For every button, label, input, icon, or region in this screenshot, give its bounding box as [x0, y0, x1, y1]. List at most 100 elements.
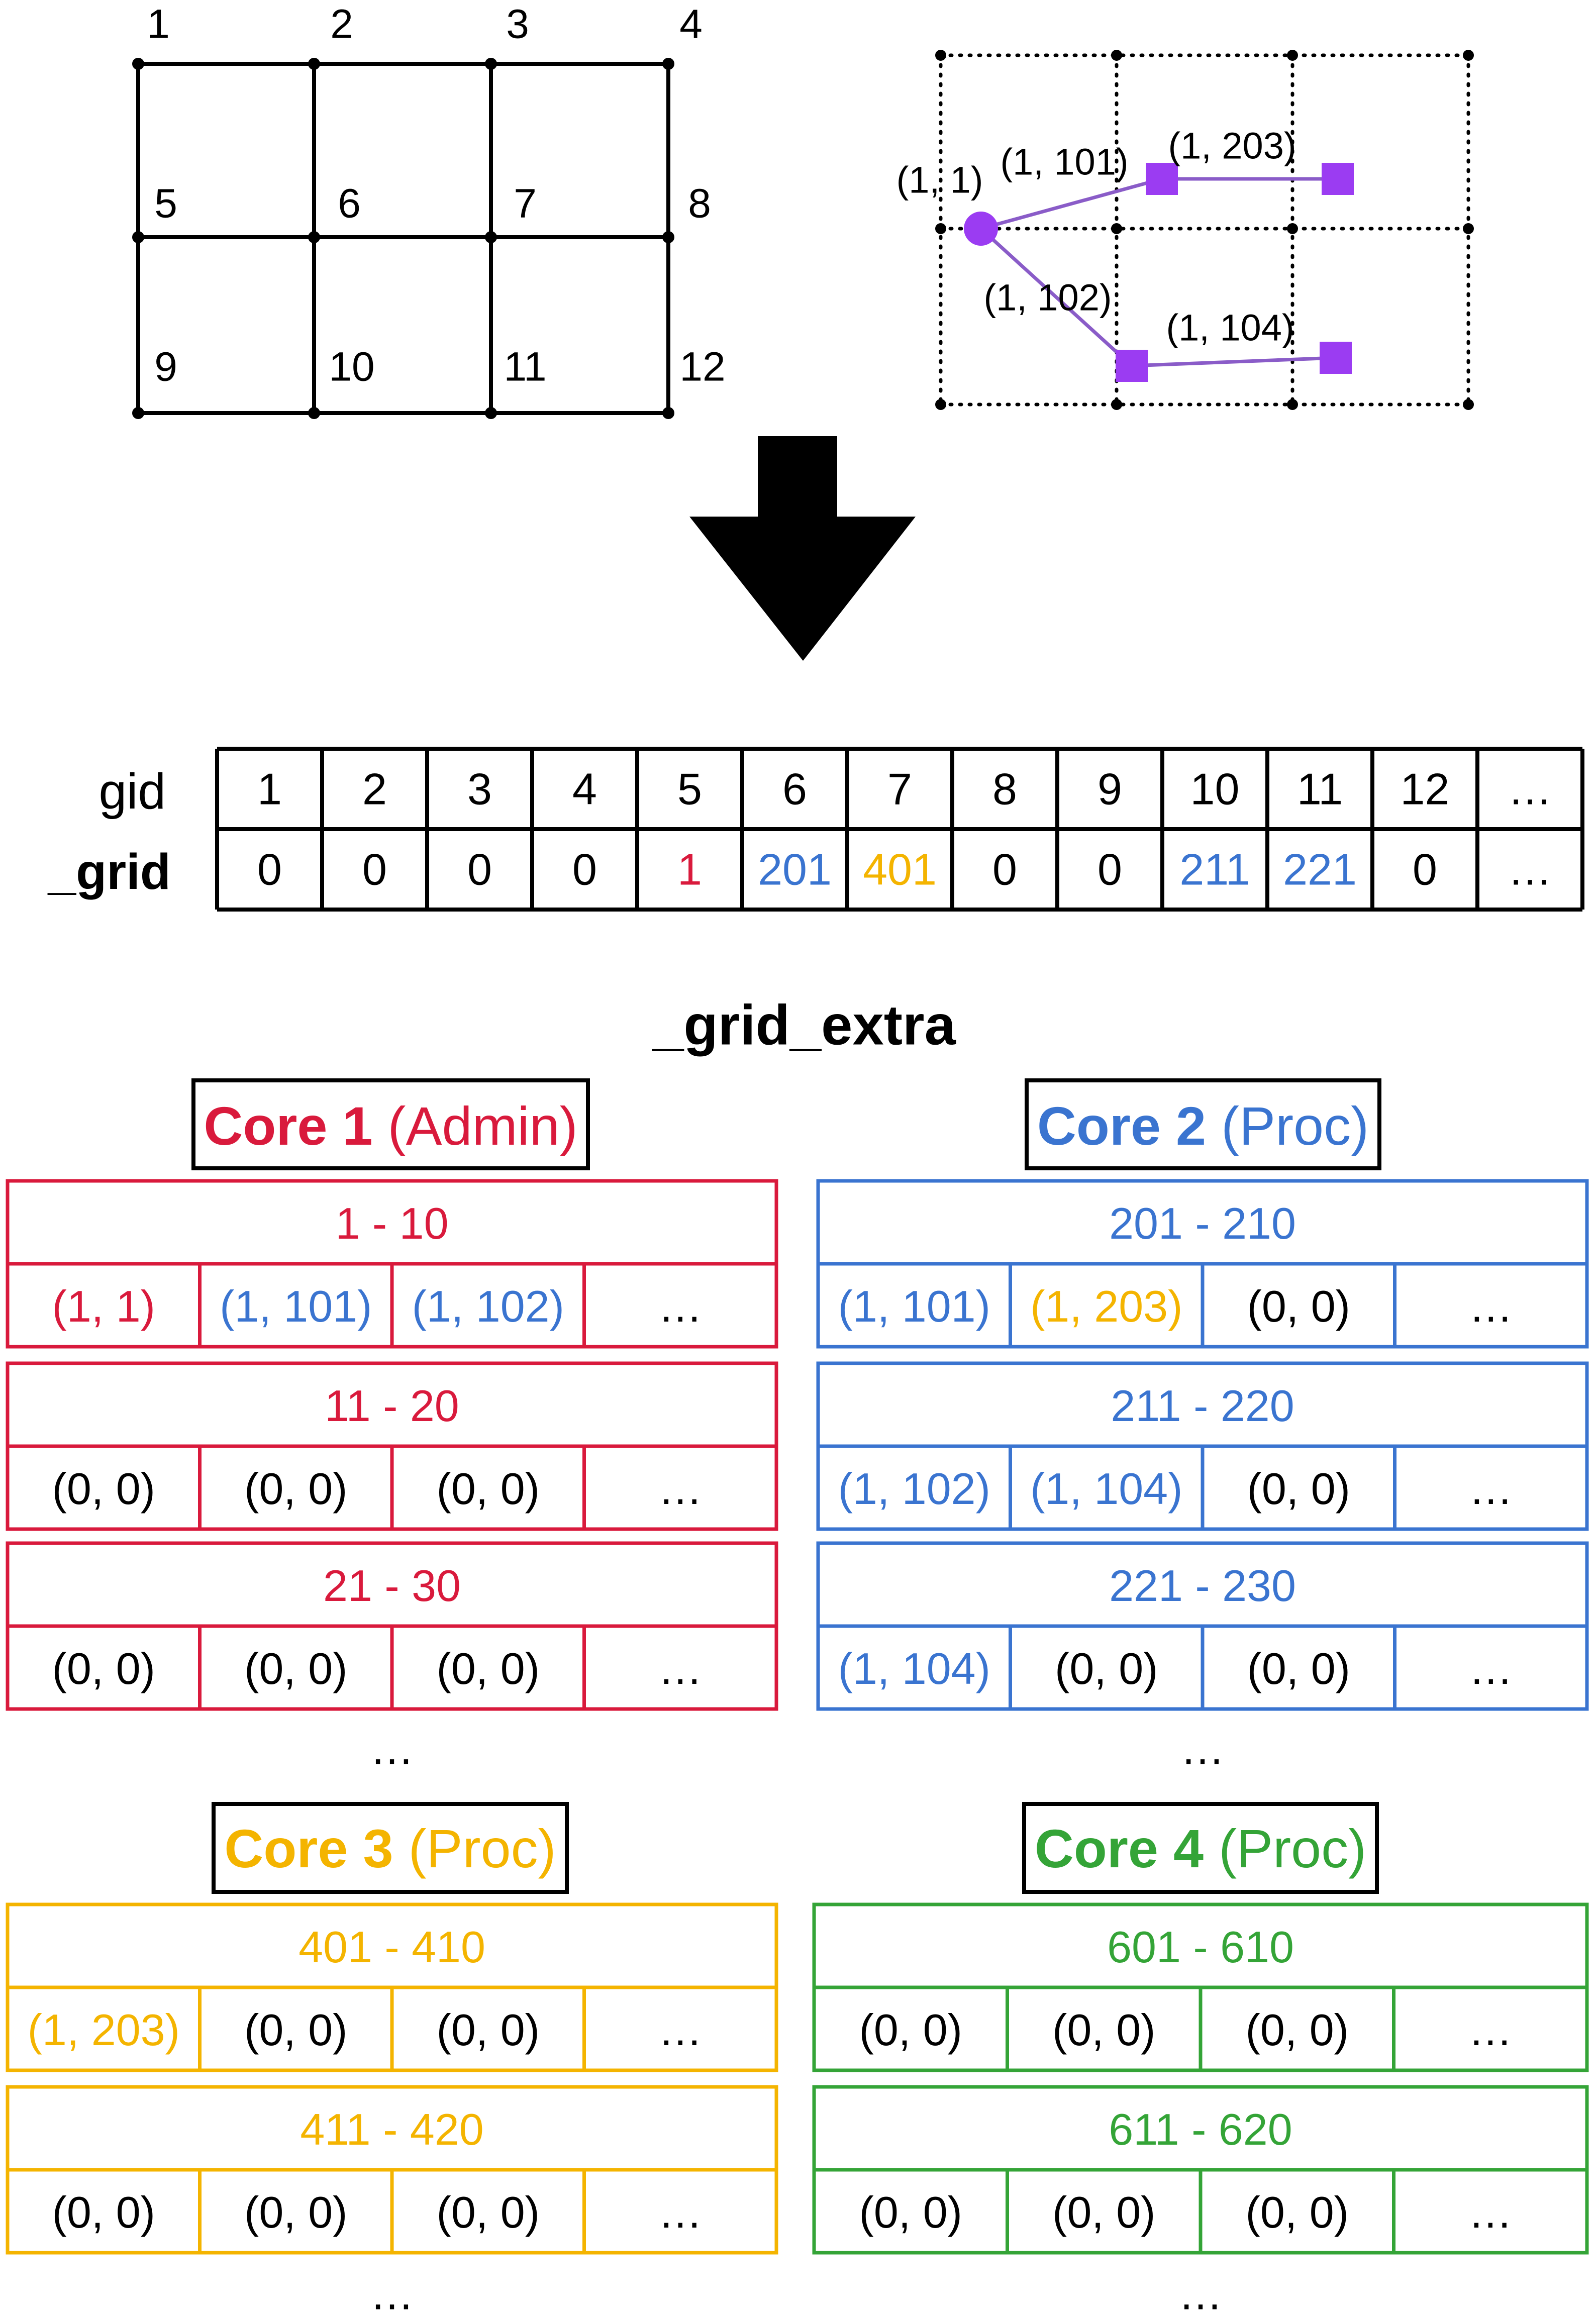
- range-block: 1 - 10(1, 1)(1, 101)(1, 102)…: [6, 1179, 778, 1349]
- core-role: (Proc): [409, 1818, 556, 1879]
- gid-cell: 4: [572, 764, 597, 814]
- core-name: Core 1: [204, 1095, 372, 1156]
- gid-cell: 9: [1098, 764, 1122, 814]
- core-space: [1206, 1095, 1221, 1156]
- graph-square: [1322, 163, 1354, 195]
- grid-number: 2: [330, 2, 353, 47]
- range-block: 11 - 20(0, 0)(0, 0)(0, 0)…: [6, 1361, 778, 1531]
- range-block: 221 - 230(1, 104)(0, 0)(0, 0)…: [816, 1541, 1589, 1711]
- edge-label: (1, 101): [1000, 141, 1128, 183]
- extra-cell: (1, 101): [838, 1281, 990, 1331]
- grid-node: [662, 231, 674, 243]
- grid-node: [132, 407, 144, 419]
- extra-cell: …: [658, 1464, 703, 1514]
- extra-cell: …: [658, 1281, 703, 1331]
- grid-number: 3: [506, 2, 529, 47]
- row-label-grid: _grid: [48, 844, 171, 900]
- core-role: (Proc): [1221, 1095, 1369, 1156]
- edge-label: (1, 203): [1168, 125, 1296, 167]
- graph-node: [964, 212, 998, 246]
- range-label: 601 - 610: [1107, 1922, 1294, 1972]
- extra-cell: (0, 0): [1247, 1644, 1350, 1693]
- core-ellipsis: …: [1180, 1724, 1225, 1774]
- extra-cell: …: [1469, 1464, 1513, 1514]
- core-title: Core 4 (Proc): [1035, 1818, 1366, 1879]
- extra-cell: (0, 0): [244, 2187, 347, 2237]
- node-label: (1, 1): [896, 159, 983, 201]
- gid-cell: 7: [887, 764, 912, 814]
- core-title-box: [1022, 1802, 1379, 1894]
- range-label: 221 - 230: [1109, 1561, 1296, 1611]
- core-panel-4: Core 4 (Proc) 601 - 610(0, 0)(0, 0)(0, 0)…: [812, 1802, 1589, 2312]
- grid-number: 6: [338, 181, 361, 227]
- grid-node: [132, 231, 144, 243]
- gid-cell: 6: [782, 764, 807, 814]
- grid-node: [1287, 50, 1298, 61]
- grid-node: [485, 58, 497, 70]
- extra-cell: (1, 104): [1030, 1464, 1182, 1514]
- grid-cell: 0: [992, 845, 1017, 894]
- core-role: (Proc): [1219, 1818, 1366, 1879]
- core-title: Core 1 (Admin): [204, 1095, 577, 1156]
- gid-cell: 5: [677, 764, 702, 814]
- extra-cell: (0, 0): [52, 1644, 155, 1693]
- grid-number: 5: [154, 181, 177, 227]
- extra-cell: …: [658, 1644, 703, 1693]
- grid-number: 1: [147, 2, 170, 47]
- graph-square: [1320, 342, 1352, 374]
- grid-cell: 0: [257, 845, 282, 894]
- core-panel-2: Core 2 (Proc)201 - 210(1, 101)(1, 203)(0…: [816, 1078, 1589, 1774]
- graph-square: [1146, 163, 1178, 195]
- extra-cell: (0, 0): [52, 2187, 155, 2237]
- extra-cell: …: [1468, 2187, 1513, 2237]
- core-space: [1204, 1818, 1219, 1879]
- extra-cell: (0, 0): [437, 2005, 540, 2055]
- grid-number: 9: [154, 344, 177, 390]
- grid-cell: 221: [1283, 845, 1357, 894]
- grid-cell: 0: [362, 845, 387, 894]
- grid-cell: 211: [1179, 845, 1250, 894]
- range-block: 211 - 220(1, 102)(1, 104)(0, 0)…: [816, 1361, 1589, 1531]
- grid-node: [308, 231, 320, 243]
- grid-cell: 0: [572, 845, 597, 894]
- range-label: 11 - 20: [325, 1381, 459, 1431]
- range-label: 401 - 410: [298, 1922, 485, 1972]
- range-block: 601 - 610(0, 0)(0, 0)(0, 0)…: [812, 1902, 1589, 2072]
- gid-cell: 3: [467, 764, 492, 814]
- grid-node: [485, 407, 497, 419]
- core-role: (Admin): [388, 1095, 578, 1156]
- core-ellipsis: …: [370, 2269, 414, 2312]
- range-block: 401 - 410(1, 203)(0, 0)(0, 0)…: [6, 1902, 778, 2072]
- extra-cell: (0, 0): [244, 2005, 347, 2055]
- core-name: Core 3: [224, 1818, 393, 1879]
- gid-cell: 1: [257, 764, 282, 814]
- grid-cell: 0: [1413, 845, 1437, 894]
- extra-cell: (0, 0): [52, 1464, 155, 1514]
- range-block: 611 - 620(0, 0)(0, 0)(0, 0)…: [812, 2085, 1589, 2255]
- grid-number: 11: [504, 344, 546, 390]
- core-title-box: [191, 1078, 590, 1170]
- core-title: Core 3 (Proc): [224, 1818, 556, 1879]
- graph-edge: [1131, 356, 1336, 368]
- core-name: Core 2: [1037, 1095, 1206, 1156]
- gid-cell: 12: [1401, 764, 1450, 814]
- grid-node: [1287, 399, 1298, 410]
- grid-cell: 0: [1098, 845, 1122, 894]
- range-block: 21 - 30(0, 0)(0, 0)(0, 0)…: [6, 1541, 778, 1711]
- extra-cell: (0, 0): [1247, 1281, 1350, 1331]
- extra-cell: (0, 0): [437, 2187, 540, 2237]
- grid-number: 7: [514, 181, 537, 227]
- grid-number: 10: [329, 344, 374, 390]
- extra-cell: (0, 0): [437, 1464, 540, 1514]
- grid-node: [1287, 223, 1298, 234]
- core-title-box: [212, 1802, 569, 1894]
- range-label: 1 - 10: [335, 1198, 448, 1248]
- extra-cell: (0, 0): [1247, 1464, 1350, 1514]
- grid-node: [1463, 50, 1474, 61]
- down-arrow-icon: [689, 436, 916, 661]
- graph-edge: [980, 177, 1162, 231]
- gid-cell: 2: [362, 764, 387, 814]
- extra-cell: (1, 102): [412, 1281, 564, 1331]
- gid-cell: 8: [992, 764, 1017, 814]
- extra-cell: …: [658, 2005, 703, 2055]
